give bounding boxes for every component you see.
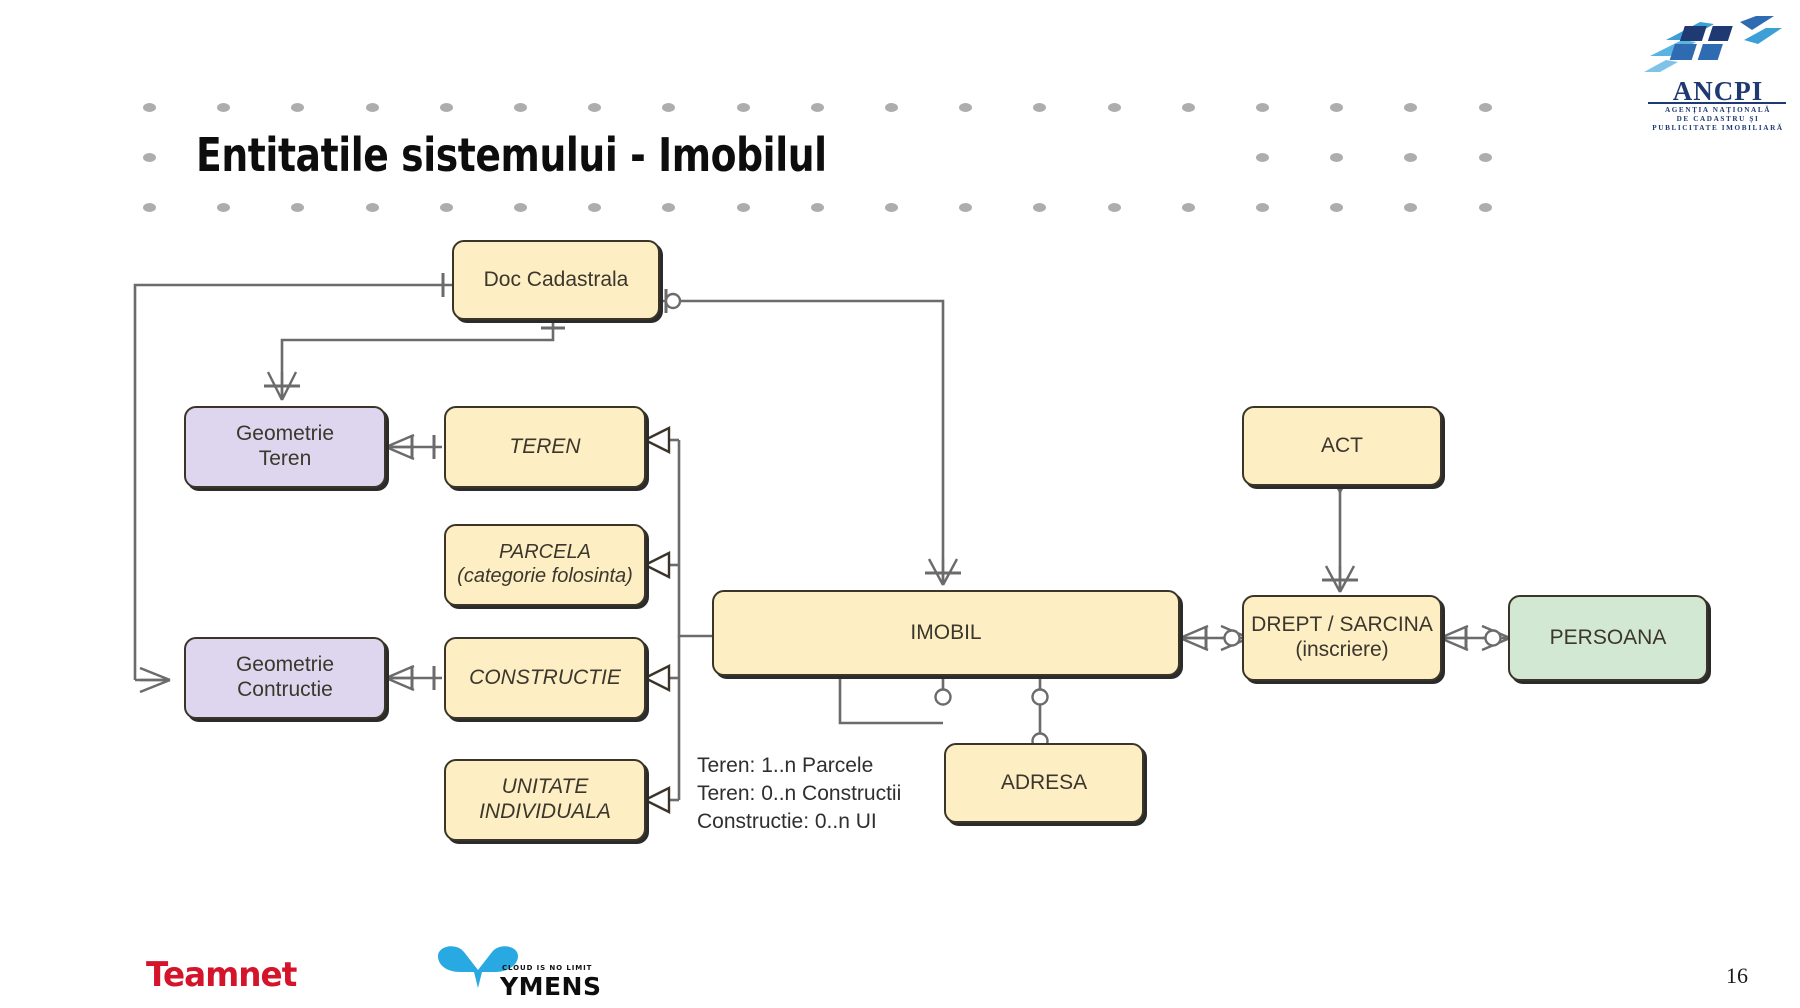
entity-constructie[interactable]: CONSTRUCTIE <box>444 637 646 719</box>
grid-dot <box>1033 203 1046 212</box>
grid-dot <box>291 103 304 112</box>
grid-dot <box>1330 153 1343 162</box>
grid-dot <box>1479 203 1492 212</box>
cardinality-note: Teren: 1..n Parcele Teren: 0..n Construc… <box>697 754 902 833</box>
ancpi-subtitle-line1: AGENȚIA NAȚIONALĂ <box>1664 106 1772 114</box>
ymens-wordmark: YMENS <box>500 972 602 1001</box>
grid-dot <box>143 203 156 212</box>
grid-dot <box>885 203 898 212</box>
grid-dot <box>1182 203 1195 212</box>
grid-dot <box>1256 203 1269 212</box>
ymens-logo: CLOUD IS NO LIMIT YMENS <box>430 944 601 1002</box>
grid-dot <box>514 103 527 112</box>
grid-dot <box>1479 153 1492 162</box>
grid-dot <box>959 103 972 112</box>
grid-dot <box>811 103 824 112</box>
grid-dot <box>1404 203 1417 212</box>
entity-drept-sarcina[interactable]: DREPT / SARCINA (inscriere) <box>1242 595 1442 681</box>
ancpi-divider <box>1648 102 1786 104</box>
entity-geometrie-teren[interactable]: Geometrie Teren <box>184 406 386 488</box>
grid-dot <box>217 203 230 212</box>
grid-dot <box>1108 103 1121 112</box>
grid-dot <box>514 203 527 212</box>
grid-dot <box>1182 103 1195 112</box>
grid-dot <box>1256 153 1269 162</box>
entity-persoana[interactable]: PERSOANA <box>1508 595 1708 681</box>
grid-dot <box>1479 103 1492 112</box>
ancpi-mark-icon <box>1640 16 1790 78</box>
grid-dot <box>1108 203 1121 212</box>
ymens-tagline: CLOUD IS NO LIMIT <box>502 964 593 972</box>
grid-dot <box>143 153 156 162</box>
grid-dot <box>737 203 750 212</box>
page-number: 16 <box>1726 963 1748 988</box>
entity-geometrie-contructie[interactable]: Geometrie Contructie <box>184 637 386 719</box>
grid-dot <box>291 203 304 212</box>
entity-parcela[interactable]: PARCELA (categorie folosinta) <box>444 524 646 606</box>
page-title: Entitatile sistemului - Imobilul <box>196 128 827 182</box>
entity-doc-cadastrala[interactable]: Doc Cadastrala <box>452 240 660 320</box>
grid-dot <box>143 103 156 112</box>
grid-dot <box>1330 103 1343 112</box>
grid-dot <box>1256 103 1269 112</box>
ancpi-subtitle-line3: PUBLICITATE IMOBILIARĂ <box>1652 124 1784 132</box>
ancpi-subtitle-line2: DE CADASTRU ȘI <box>1676 115 1760 123</box>
grid-dot <box>1404 153 1417 162</box>
grid-dot <box>588 203 601 212</box>
grid-dot <box>1330 203 1343 212</box>
teamnet-logo: Teamnet <box>146 955 297 995</box>
grid-dot <box>440 203 453 212</box>
ancpi-logo: ANCPI AGENȚIA NAȚIONALĂ DE CADASTRU ȘI P… <box>1640 16 1790 132</box>
entity-teren[interactable]: TEREN <box>444 406 646 488</box>
grid-dot <box>811 203 824 212</box>
ymens-mark-icon <box>438 946 518 988</box>
grid-dot <box>588 103 601 112</box>
grid-dot <box>440 103 453 112</box>
ancpi-wordmark: ANCPI <box>1672 76 1764 106</box>
grid-dot <box>366 203 379 212</box>
grid-dot <box>959 203 972 212</box>
entity-imobil[interactable]: IMOBIL <box>712 590 1180 676</box>
grid-dot <box>737 103 750 112</box>
grid-dot <box>885 103 898 112</box>
grid-dot <box>662 103 675 112</box>
entity-adresa[interactable]: ADRESA <box>944 743 1144 823</box>
entity-unitate-individuala[interactable]: UNITATE INDIVIDUALA <box>444 759 646 841</box>
entity-act[interactable]: ACT <box>1242 406 1442 486</box>
grid-dot <box>217 103 230 112</box>
grid-dot <box>662 203 675 212</box>
grid-dot <box>1033 103 1046 112</box>
grid-dot <box>1404 103 1417 112</box>
grid-dot <box>366 103 379 112</box>
